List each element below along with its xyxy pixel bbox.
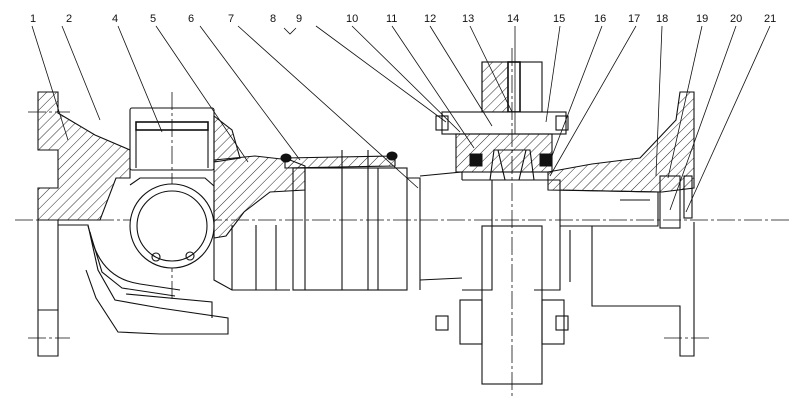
- callout-label: 20: [730, 13, 742, 25]
- callout-label: 12: [424, 13, 436, 25]
- callout-label: 9: [296, 13, 302, 25]
- left-flange-yoke: [28, 91, 229, 357]
- callout-label: 18: [656, 13, 668, 25]
- callout-label: 6: [188, 13, 194, 25]
- right-output-flange: [547, 91, 712, 357]
- callout-label: 11: [386, 13, 397, 25]
- telescopic-tube: [280, 150, 463, 291]
- callout-label: 2: [66, 13, 72, 25]
- callout-labels: 1 2 4 5 6 7 8 9 10 11 12 13 14 15 16 17 …: [30, 13, 776, 25]
- callout-label: 15: [553, 13, 565, 25]
- callout-label: 7: [228, 13, 234, 25]
- callout-label: 21: [764, 13, 776, 25]
- callout-label: 17: [628, 13, 640, 25]
- callout-label: 13: [462, 13, 474, 25]
- intermediate-shaft: [435, 179, 569, 385]
- callout-label: 14: [507, 13, 519, 25]
- callout-label: 16: [594, 13, 606, 25]
- callout-label: 10: [346, 13, 358, 25]
- bearing-cup: [129, 92, 241, 300]
- callout-label: 8: [270, 13, 276, 25]
- callout-label: 4: [112, 13, 118, 25]
- callout-label: 5: [150, 13, 156, 25]
- shaft-yoke: [129, 155, 306, 291]
- callout-label: 19: [696, 13, 708, 25]
- leader-lines: [31, 25, 771, 213]
- callout-label: 1: [30, 13, 36, 25]
